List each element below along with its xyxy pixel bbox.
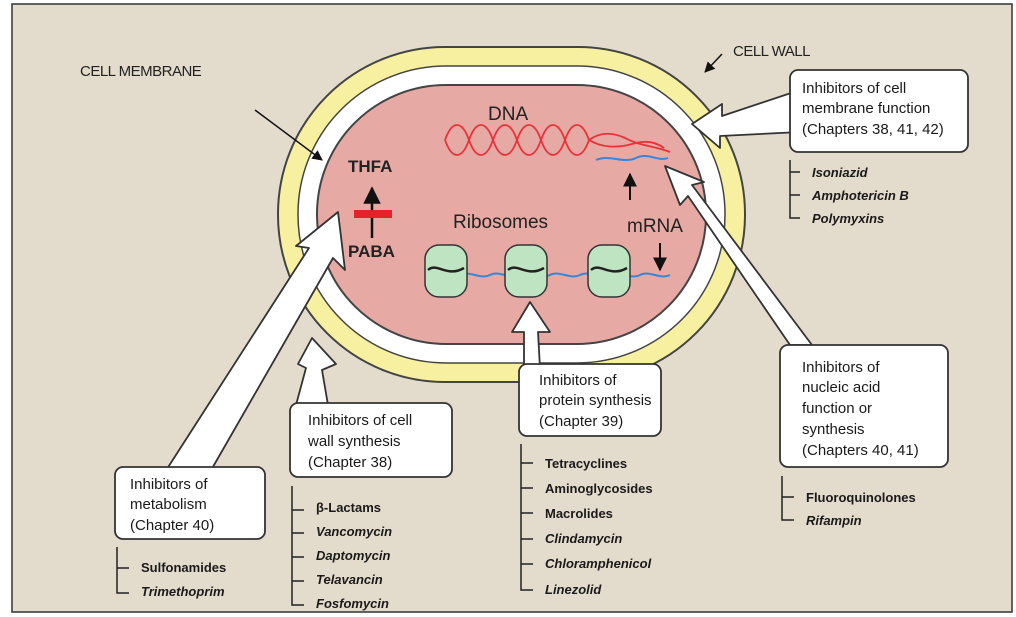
box-line: synthesis <box>802 421 865 438</box>
drug-name: Daptomycin <box>316 548 390 563</box>
drug-name: Trimethoprim <box>141 584 225 599</box>
box-line: membrane function <box>802 100 930 117</box>
box-line: Inhibitors of <box>130 476 208 493</box>
cell-membrane-label: CELL MEMBRANE <box>80 63 202 80</box>
thfa-label: THFA <box>348 157 392 176</box>
drug-name: Tetracyclines <box>545 456 627 471</box>
drug-name: Aminoglycosides <box>545 481 653 496</box>
box-line: nucleic acid <box>802 379 880 396</box>
box-line: (Chapter 38) <box>308 454 392 471</box>
ribosomes-label: Ribosomes <box>453 212 548 233</box>
drug-name: Polymyxins <box>812 211 884 226</box>
drug-name: Isoniazid <box>812 165 869 180</box>
drug-name: Fluoroquinolones <box>806 490 916 505</box>
pathway-block <box>354 210 392 218</box>
metabolism-box-text: Inhibitors of metabolism (Chapter 40) <box>130 476 214 534</box>
drug-name: Rifampin <box>806 513 862 528</box>
drug-name: Clindamycin <box>545 531 622 546</box>
drug-name: Chloramphenicol <box>545 556 652 571</box>
cell-wall-label: CELL WALL <box>733 43 810 60</box>
paba-label: PABA <box>348 242 395 261</box>
box-line: metabolism <box>130 496 207 513</box>
drug-name: β-Lactams <box>316 500 381 515</box>
box-line: wall synthesis <box>307 433 401 450</box>
box-line: Inhibitors of <box>802 359 880 376</box>
mrna-label: mRNA <box>627 216 683 237</box>
box-line: Inhibitors of cell <box>308 412 412 429</box>
ribosome <box>505 245 547 297</box>
drug-name: Macrolides <box>545 506 613 521</box>
drug-name: Vancomycin <box>316 524 392 539</box>
drug-name: Telavancin <box>316 572 383 587</box>
drug-name: Fosfomycin <box>316 596 389 611</box>
box-line: (Chapter 40) <box>130 517 214 534</box>
box-line: (Chapters 40, 41) <box>802 442 919 459</box>
box-line: Inhibitors of <box>539 372 617 389</box>
ribosome <box>588 245 630 297</box>
box-line: (Chapter 39) <box>539 413 623 430</box>
drug-name: Linezolid <box>545 582 602 597</box>
ribosome <box>425 245 467 297</box>
drug-name: Sulfonamides <box>141 560 226 575</box>
box-line: protein synthesis <box>539 392 652 409</box>
drug-name: Amphotericin B <box>811 188 909 203</box>
box-line: Inhibitors of cell <box>802 80 906 97</box>
box-line: (Chapters 38, 41, 42) <box>802 121 944 138</box>
box-line: function or <box>802 400 872 417</box>
dna-label: DNA <box>488 104 528 125</box>
